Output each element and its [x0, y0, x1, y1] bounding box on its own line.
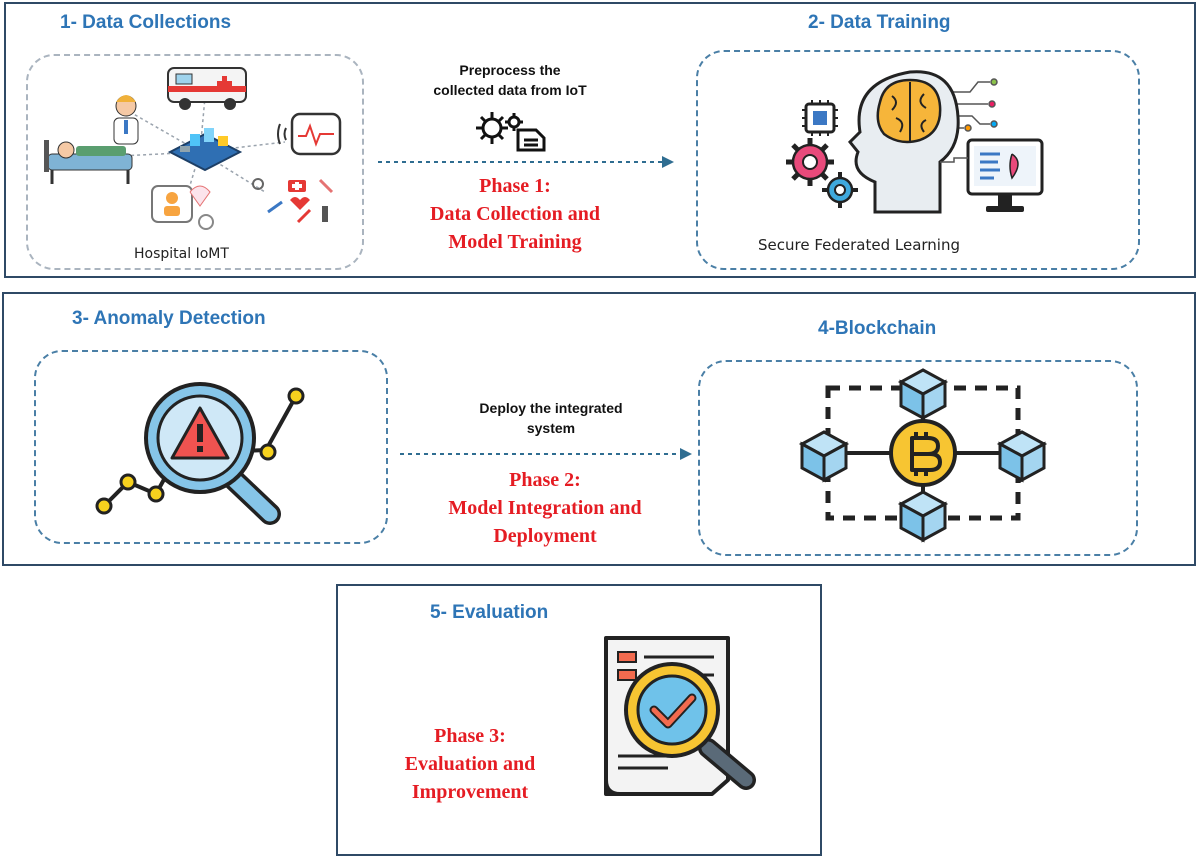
step5-title: 5- Evaluation — [430, 602, 549, 623]
phase2-arrow-note-line2: system — [526, 420, 576, 436]
anomaly-detection-box — [34, 350, 388, 544]
iot-hub-icon — [167, 128, 243, 172]
phase1-dotted-arrow — [378, 156, 674, 168]
hospital-iomt-illustration — [44, 67, 342, 230]
phase2-label-line1: Phase 2: — [509, 469, 581, 491]
ambulance-icon — [167, 67, 247, 110]
phase3-label-line2: Evaluation and — [404, 753, 536, 775]
phase3-panel — [336, 584, 822, 856]
phase3-label: Phase 3: Evaluation and Improvement — [380, 722, 560, 806]
smartwatch-icon — [277, 112, 342, 156]
phase1-arrow-note-line1: Preprocess the — [459, 62, 561, 78]
step2-title: 2- Data Training — [808, 12, 951, 33]
doctor-icon — [113, 95, 139, 145]
gear-document-icon — [476, 112, 546, 152]
phase2-label-line2: Model Integration and — [448, 497, 642, 519]
step1-title: 1- Data Collections — [60, 12, 232, 33]
evaluation-report-icon — [604, 636, 756, 796]
federated-learning-caption: Secure Federated Learning — [758, 236, 961, 254]
medical-supplies-icon — [252, 178, 334, 224]
patient-monitor-icon — [151, 185, 214, 230]
federated-learning-box — [696, 50, 1140, 270]
phase3-label-line3: Improvement — [411, 781, 529, 803]
blockchain-bitcoin-icon — [798, 368, 1048, 543]
hospital-iomt-box — [26, 54, 364, 270]
phase1-label-line2: Data Collection and — [430, 203, 600, 225]
phase2-arrow-note-line1: Deploy the integrated — [479, 400, 623, 416]
hospital-iomt-caption: Hospital IoMT — [134, 246, 229, 262]
phase2-label: Phase 2: Model Integration and Deploymen… — [420, 466, 670, 550]
phase2-dotted-arrow — [400, 448, 692, 460]
blockchain-box — [698, 360, 1138, 556]
hospital-bed-icon — [44, 140, 133, 184]
phase2-label-line3: Deployment — [493, 525, 597, 547]
ai-brain-head-icon — [786, 70, 1044, 214]
step4-title: 4-Blockchain — [818, 318, 937, 339]
phase3-label-line1: Phase 3: — [434, 725, 506, 747]
phase2-arrow-note: Deploy the integrated system — [436, 398, 666, 438]
phase1-label-line3: Model Training — [448, 231, 582, 253]
step3-title: 3- Anomaly Detection — [72, 308, 266, 329]
anomaly-magnifier-icon — [95, 382, 305, 525]
phase1-label: Phase 1: Data Collection and Model Train… — [390, 172, 640, 256]
phase1-label-line1: Phase 1: — [479, 175, 551, 197]
phase1-arrow-note-line2: collected data from IoT — [433, 82, 587, 98]
phase1-arrow-note: Preprocess the collected data from IoT — [410, 60, 610, 100]
